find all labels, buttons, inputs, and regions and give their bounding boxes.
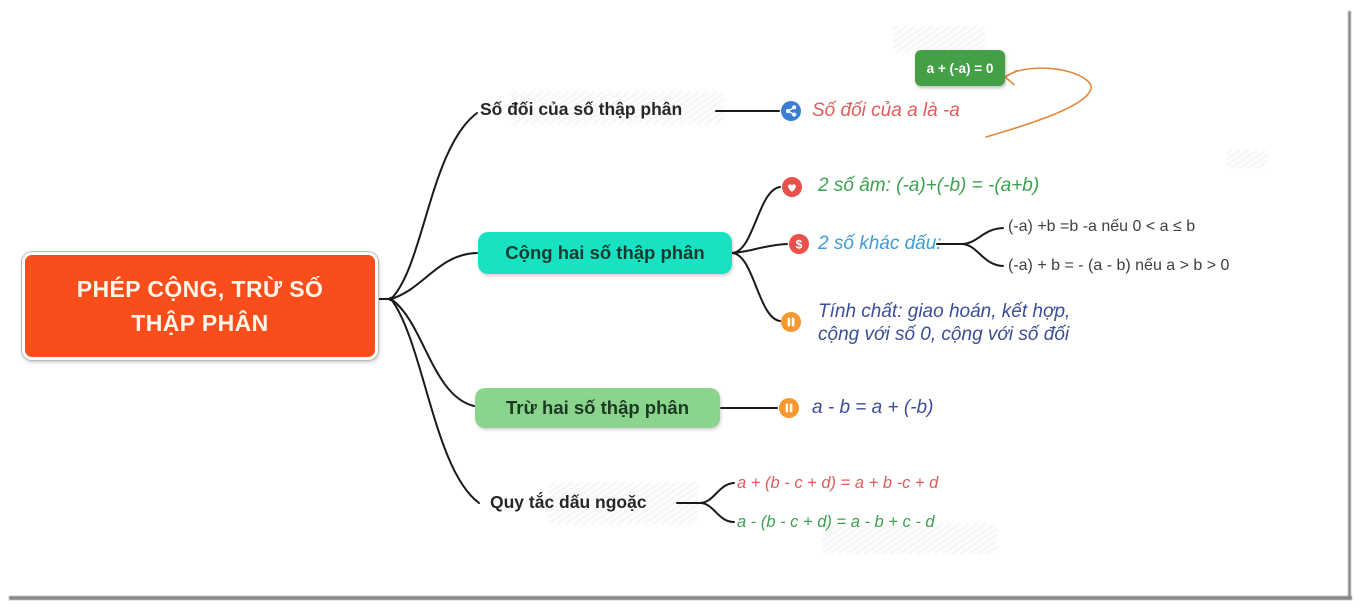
connector-root-tru: [390, 298, 475, 407]
watermark-patch: [893, 26, 985, 52]
badge-label: a + (-a) = 0: [926, 60, 994, 76]
connector-quytac-sub1: [699, 482, 735, 504]
branch-so-doi[interactable]: Số đối của số thập phân: [480, 99, 683, 119]
note-so-doi-cua-a[interactable]: Số đối của a là -a: [812, 100, 960, 121]
connector-root-doi: [390, 112, 478, 300]
note-hai-so-khac-dau[interactable]: 2 số khác dấu:: [818, 233, 942, 254]
note-tinh-chat-line2: cộng với số 0, cộng với số đối: [818, 324, 1070, 345]
connector-cong-child2: [731, 243, 788, 254]
note-quy-tac-tru[interactable]: a - (b - c + d) = a - b + c - d: [737, 513, 935, 531]
dollar-icon[interactable]: $: [789, 234, 809, 254]
note-quy-tac-cong[interactable]: a + (b - c + d) = a + b -c + d: [737, 474, 939, 492]
pause-icon[interactable]: [779, 398, 799, 418]
branch-cong-label: Cộng hai số thập phân: [505, 242, 705, 263]
note-tinh-chat[interactable]: Tính chất: giao hoán, kết hợp, cộng với …: [818, 300, 1070, 346]
branch-cong-hai-so[interactable]: Cộng hai số thập phân: [478, 232, 732, 274]
connector-cong-child3: [731, 252, 781, 322]
connector-quytac-sub2: [699, 502, 735, 523]
root-topic[interactable]: PHÉP CỘNG, TRỪ SỐ THẬP PHÂN: [22, 252, 378, 360]
share-icon[interactable]: [781, 101, 801, 121]
pause-icon[interactable]: [781, 312, 801, 332]
window-edge-bottom: [9, 596, 1352, 600]
connector-khacdau-sub2: [960, 243, 1004, 267]
connector-root-quytac: [390, 298, 480, 504]
connector-khacdau-sub1: [960, 227, 1004, 245]
branch-tru-hai-so[interactable]: Trừ hai số thập phân: [475, 388, 720, 428]
note-tinh-chat-line1: Tính chất: giao hoán, kết hợp,: [818, 301, 1071, 322]
branch-quy-tac-dau-ngoac[interactable]: Quy tắc dấu ngoặc: [490, 492, 647, 512]
branch-tru-label: Trừ hai số thập phân: [506, 397, 689, 418]
badge-a-plus-minus-a[interactable]: a + (-a) = 0: [915, 50, 1005, 86]
watermark-patch: [1226, 150, 1268, 168]
connector-root-cong: [390, 252, 478, 300]
subnote-khac-dau-1[interactable]: (-a) +b =b -a nếu 0 < a ≤ b: [1008, 218, 1196, 235]
root-topic-label: PHÉP CỘNG, TRỪ SỐ THẬP PHÂN: [76, 275, 324, 337]
heart-icon[interactable]: [782, 177, 802, 197]
root-junction-dot: [388, 296, 394, 302]
svg-text:$: $: [796, 237, 803, 251]
note-tru-formula[interactable]: a - b = a + (-b): [812, 397, 934, 418]
connector-cong-child1: [731, 186, 781, 254]
note-hai-so-am[interactable]: 2 số âm: (-a)+(-b) = -(a+b): [818, 175, 1040, 196]
window-edge-right: [1348, 11, 1351, 599]
subnote-khac-dau-2[interactable]: (-a) + b = - (a - b) nếu a > b > 0: [1008, 257, 1230, 274]
